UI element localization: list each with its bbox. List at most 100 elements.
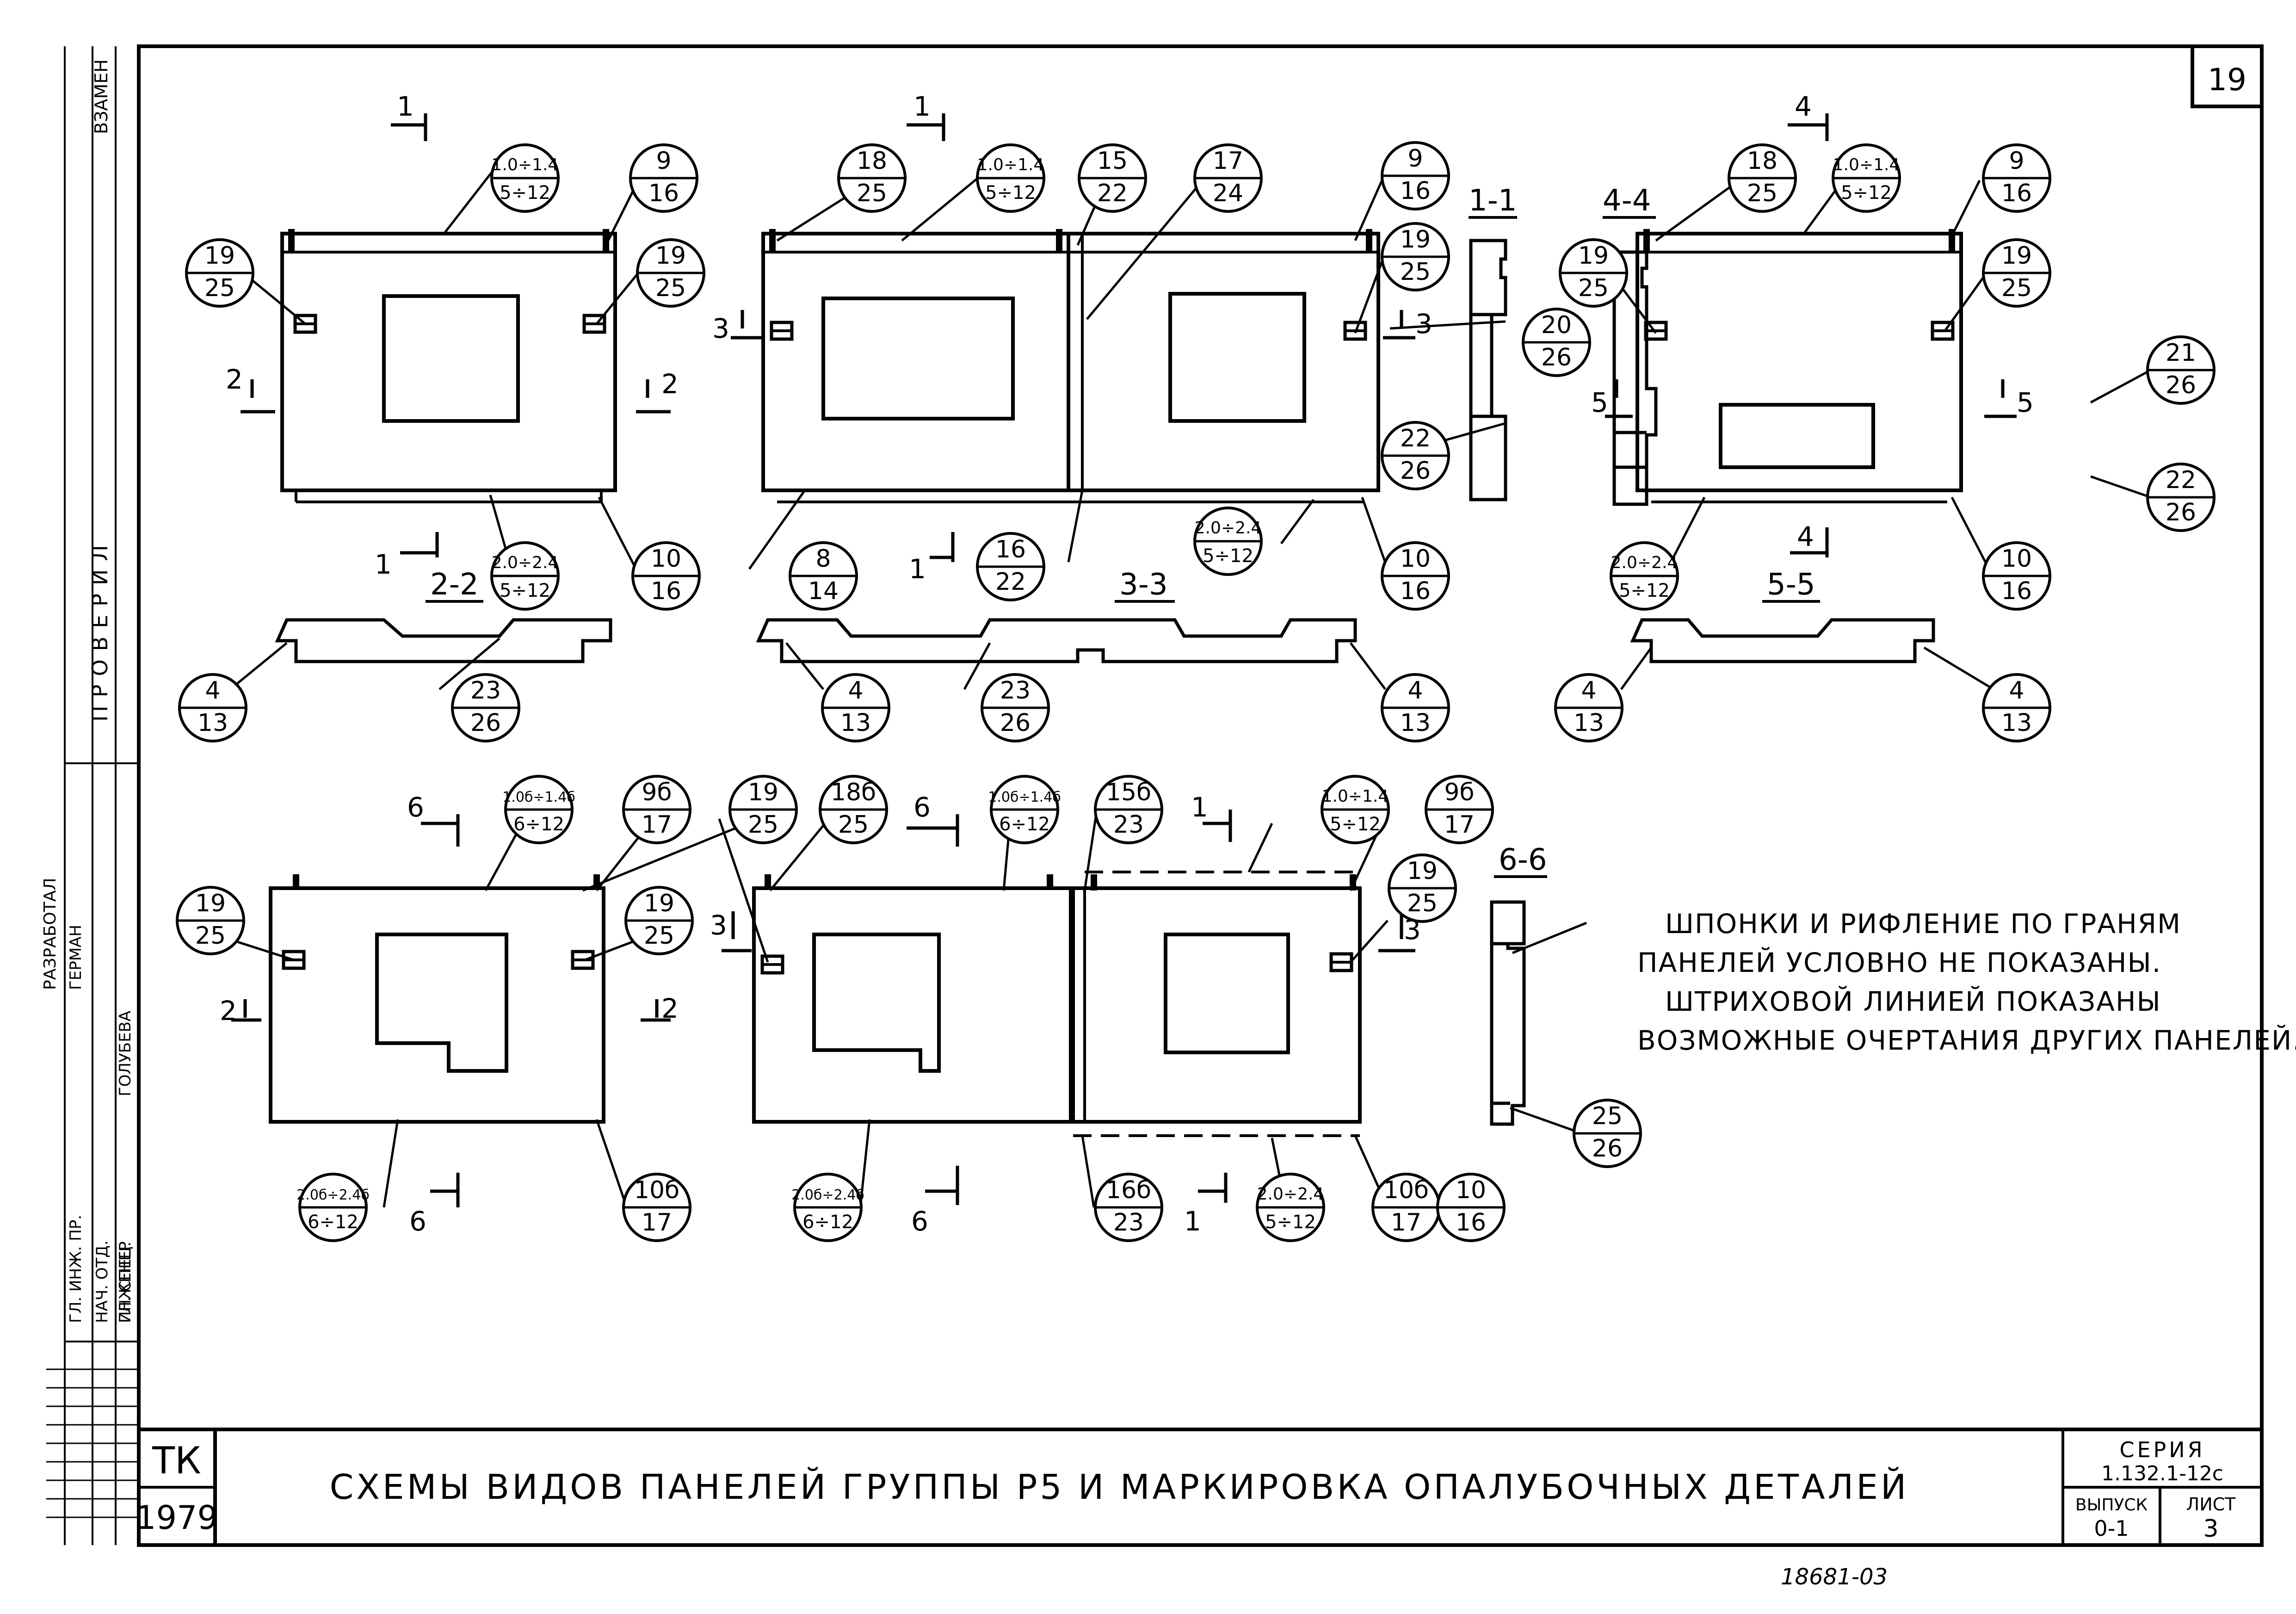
callout-top: 15б [1106, 779, 1151, 806]
callout-bottom: 13 [1400, 709, 1431, 737]
callout-bottom: 16 [651, 577, 681, 605]
cut-6-d: 6 [911, 1206, 928, 1237]
callout-bottom: 5÷12 [1619, 580, 1670, 601]
callout-top: 1.0÷1.4 [492, 155, 559, 174]
cut-6-b: 6 [913, 792, 931, 823]
callout-top: 4 [848, 677, 863, 705]
cut-3-c: 3 [710, 909, 727, 941]
callout-top: 2.0÷2.4 [1195, 519, 1262, 538]
callout-top: 2.0б÷2.4б [791, 1187, 864, 1203]
cut-1-d: 1 [909, 553, 926, 585]
panel-1 [280, 229, 617, 503]
cut-5-a: 5 [1591, 387, 1608, 418]
callout-bottom: 25 [1578, 274, 1609, 302]
side-stamp-inzhener: ИНЖЕНЕР [116, 1241, 135, 1323]
callout-bottom: 17 [642, 1209, 672, 1237]
callout-top: 1.0÷1.4 [977, 155, 1044, 174]
panel-6 [269, 874, 605, 1124]
cut-4-b: 4 [1797, 521, 1814, 552]
callout-bottom: 5÷12 [1265, 1212, 1316, 1233]
callout-top: 4 [1581, 677, 1596, 705]
section-1-1 [1469, 239, 1507, 501]
callout-top: 4 [205, 677, 220, 705]
callout-bottom: 26 [1541, 344, 1572, 371]
callout-top: 21 [2166, 339, 2196, 367]
note-line-2: ПАНЕЛЕЙ УСЛОВНО НЕ ПОКАЗАНЫ. [1637, 947, 2162, 978]
callout-bottom: 26 [1000, 709, 1031, 737]
callout-bottom: 5÷12 [500, 182, 550, 204]
callout-top: 23 [1000, 677, 1031, 705]
callout-bottom: 17 [1444, 811, 1475, 839]
callout-top: 19 [1578, 242, 1609, 270]
panel-3 [761, 229, 1380, 503]
side-stamp-gl-spec: ГЛ. СПЕЦ. [116, 1242, 135, 1323]
callout-top: 10 [1400, 545, 1431, 573]
cut-5-b: 5 [2017, 387, 2034, 418]
note-line-3: ШТРИХОВОЙ ЛИНИЕЙ ПОКАЗАНЫ [1665, 986, 2161, 1017]
callout-top: 2.0÷2.4 [492, 553, 559, 572]
callout-top: 19 [1400, 226, 1431, 254]
callout-top: 2.0÷2.4 [1611, 553, 1678, 572]
callout-bottom: 25 [204, 274, 235, 302]
cut-6-a: 6 [407, 792, 424, 823]
callout-bottom: 25 [857, 179, 887, 207]
cut-2-d: 2 [661, 993, 679, 1024]
cut-4-a: 4 [1795, 91, 1812, 122]
cut-6-c: 6 [409, 1206, 426, 1237]
cut-2-a: 2 [226, 364, 243, 395]
callout-top: 1.0б÷1.4б [502, 789, 575, 805]
side-stamp-proveril: ПРОВЕРИЛ [87, 537, 112, 722]
panel-7 [752, 871, 1362, 1137]
callout-top: 10 [1456, 1176, 1486, 1204]
callout-top: 10б [634, 1176, 679, 1204]
section-3-3 [756, 618, 1357, 663]
callout-bottom: 5÷12 [1330, 814, 1381, 835]
callout-top: 1.0÷1.4 [1833, 155, 1900, 174]
callout-top: 22 [2166, 466, 2196, 494]
stamp-year: 1979 [136, 1499, 218, 1537]
callout-bottom: 13 [840, 709, 871, 737]
callout-bottom: 6÷12 [308, 1212, 358, 1233]
callout-bottom: 13 [198, 709, 228, 737]
side-stamp-golubeva: ГОЛУБЕВА [116, 1011, 135, 1096]
callout-top: 4 [1407, 677, 1423, 705]
section-2-2 [275, 618, 612, 663]
issue-label: ВЫПУСК [2075, 1496, 2148, 1515]
callout-top: 19 [1407, 857, 1438, 885]
callout-bottom: 25 [748, 811, 778, 839]
callout-top: 19 [748, 779, 778, 806]
callout-top: 18 [857, 147, 887, 175]
title-block: ТК 1979 СХЕМЫ ВИДОВ ПАНЕЛЕЙ ГРУППЫ Р5 И … [136, 1428, 2262, 1545]
callout-bottom: 5÷12 [985, 182, 1036, 204]
callout-bottom: 17 [1391, 1209, 1421, 1237]
callout-bottom: 16 [1400, 577, 1431, 605]
callout-top: 1.0÷1.4 [1322, 787, 1389, 806]
callout-top: 19 [195, 890, 226, 917]
callout-bottom: 25 [838, 811, 869, 839]
callout-bottom: 16 [1400, 177, 1431, 205]
callout-bottom: 26 [1592, 1135, 1623, 1163]
cut-1-a: 1 [397, 91, 414, 122]
callout-bottom: 6÷12 [999, 814, 1050, 835]
cut-mark-labels: 1 1 4 2 2 3 3 5 5 1 1 4 6 6 1 2 2 3 3 6 … [220, 91, 2034, 1237]
cut-marks [231, 113, 2017, 1207]
callout-top: 18 [1747, 147, 1778, 175]
callout-bottom: 25 [1407, 890, 1438, 917]
callout-top: 10 [2001, 545, 2032, 573]
callout-bottom: 16 [1456, 1209, 1486, 1237]
callout-bottom: 14 [808, 577, 839, 605]
callout-top: 9б [642, 779, 672, 806]
callout-bottom: 6÷12 [802, 1212, 853, 1233]
drawing-title: СХЕМЫ ВИДОВ ПАНЕЛЕЙ ГРУППЫ Р5 И МАРКИРОВ… [330, 1466, 1909, 1507]
callout-bottom: 26 [1400, 457, 1431, 485]
callout-top: 23 [470, 677, 501, 705]
side-stamp: ВЗАМЕН ПРОВЕРИЛ РАЗРАБОТАЛ ГЛ. ИНЖ. ПР. … [41, 46, 139, 1545]
callout-bottom: 13 [2001, 709, 2032, 737]
callout-top: 1.0б÷1.4б [988, 789, 1061, 805]
sheet-number-box: 19 [2191, 44, 2264, 108]
section-title-2-2: 2-2 [430, 568, 479, 602]
callout-top: 9 [1407, 145, 1423, 173]
callout-top: 9 [656, 147, 671, 175]
callout-bottom: 25 [2001, 274, 2032, 302]
side-stamp-german: ГЕРМАН [67, 925, 85, 990]
